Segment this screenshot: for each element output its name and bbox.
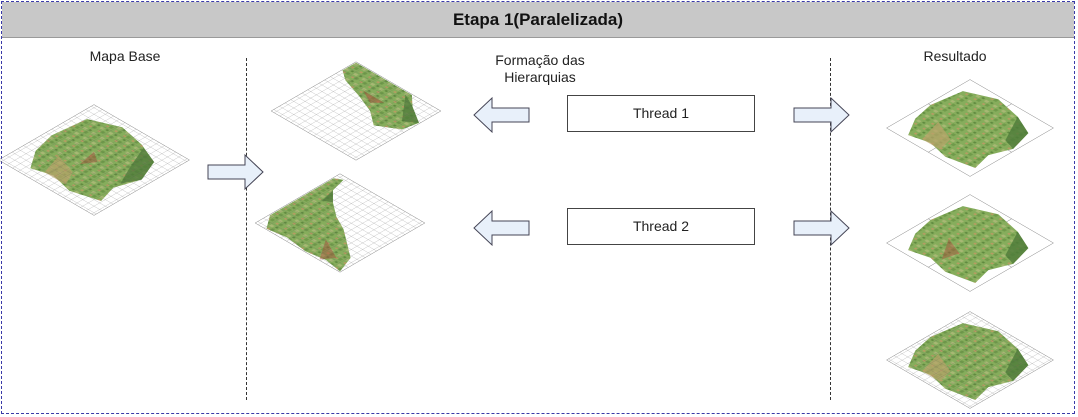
hierarchy-piece-1 — [270, 61, 442, 161]
hierarchy-piece-2 — [254, 173, 426, 273]
thread-box-1: Thread 1 — [567, 95, 755, 132]
column-label-base: Mapa Base — [89, 48, 161, 64]
base-map-group — [0, 104, 190, 216]
result-map-1 — [886, 79, 1054, 177]
arrow-right-icon — [793, 96, 850, 134]
column-label-formation-line1: Formação das — [495, 52, 585, 68]
arrow-left-icon — [473, 96, 530, 134]
arrow-right-icon — [207, 153, 264, 191]
column-label-formation-line2: Hierarquias — [504, 69, 576, 85]
terrain-map-icon — [30, 118, 155, 202]
arrow-left-icon — [473, 209, 530, 247]
result-map-3 — [886, 311, 1054, 409]
separator-line-left — [246, 58, 247, 400]
result-map-2 — [886, 194, 1054, 292]
stage-title: Etapa 1(Paralelizada) — [2, 2, 1074, 38]
column-label-result: Resultado — [923, 48, 987, 64]
thread-box-2: Thread 2 — [567, 208, 755, 245]
arrow-right-icon — [793, 209, 850, 247]
